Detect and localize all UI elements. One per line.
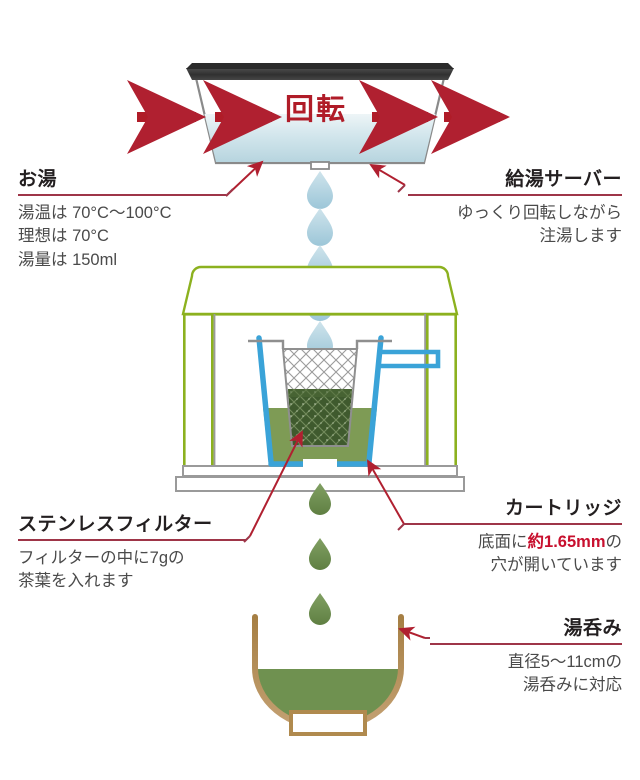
label-server-title: 給湯サーバー xyxy=(505,169,622,190)
leader-server xyxy=(369,163,406,186)
filter-rim-right xyxy=(355,339,392,349)
label-stainless-filter-title: ステンレスフィルター xyxy=(18,514,213,535)
label-stainless-filter-rule xyxy=(18,538,246,541)
stub-hot-water xyxy=(225,188,234,197)
machine-left-inner-post xyxy=(211,314,214,466)
leader-cup xyxy=(398,626,426,641)
label-cartridge-line-1-prefix: 底面に xyxy=(478,532,528,551)
server-lid-top xyxy=(186,63,454,69)
server-lid xyxy=(186,68,454,80)
label-hot-water: お湯 湯温は 70°C〜100°C 理想は 70°C 湯量は 150ml xyxy=(18,168,226,272)
water-droplet xyxy=(307,171,333,209)
label-cup: 湯呑み 直径5〜11cmの 湯呑みに対応 xyxy=(430,617,622,698)
label-stainless-filter: ステンレスフィルター フィルターの中に7gの 茶葉を入れます xyxy=(18,513,246,594)
leader-filter xyxy=(249,430,303,537)
label-hot-water-title: お湯 xyxy=(18,169,58,190)
label-cartridge-line-1-suffix: の xyxy=(605,532,623,551)
cartridge-bottom-hole xyxy=(303,459,337,469)
label-cup-rule xyxy=(430,642,622,645)
label-server-line-2: 注湯します xyxy=(539,227,623,246)
label-stainless-filter-line-2: 茶葉を入れます xyxy=(18,572,134,591)
filter-outline xyxy=(281,348,359,447)
machine-right-inner-post xyxy=(426,314,429,466)
label-cup-title: 湯呑み xyxy=(563,618,622,639)
tea-droplet xyxy=(309,538,331,570)
stainless-filter xyxy=(248,339,392,447)
stub-cartridge xyxy=(397,523,405,531)
label-server-rule xyxy=(408,193,622,196)
tea-cup xyxy=(252,614,404,736)
label-cartridge-line-1: 底面に約1.65mmの xyxy=(404,531,622,554)
label-cup-line-2: 湯呑みに対応 xyxy=(523,676,622,695)
machine-rail-right xyxy=(424,314,426,466)
label-server: 給湯サーバー ゆっくり回転しながら 注湯します xyxy=(408,168,622,249)
label-cup-line-1: 直径5〜11cmの xyxy=(507,652,622,671)
cartridge-wall-left xyxy=(256,335,274,465)
label-hot-water-line-3: 湯量は 150ml xyxy=(18,250,118,269)
cup-foot xyxy=(289,710,367,736)
tea-droplet xyxy=(309,593,331,625)
tea-droplet-stream xyxy=(309,483,331,625)
label-cartridge-title: カートリッジ xyxy=(504,498,622,519)
label-stainless-filter-line-1: フィルターの中に7gの xyxy=(18,548,185,567)
machine-right-outer-post xyxy=(454,314,457,466)
stub-server xyxy=(397,184,406,193)
leader-cartridge xyxy=(367,459,405,525)
machine-top-divider xyxy=(183,313,457,316)
label-cartridge: カートリッジ 底面に約1.65mmの 穴が開いています xyxy=(404,497,622,578)
server-nozzle xyxy=(310,161,330,170)
filter-tea-leaves xyxy=(288,389,352,446)
rotation-label: 回転 xyxy=(285,94,348,126)
cartridge-spout-arm xyxy=(378,349,441,369)
tea-droplet xyxy=(309,483,331,515)
label-cartridge-hole-size: 約1.65mm xyxy=(527,532,606,551)
filter-leaf-surface xyxy=(288,389,352,397)
cartridge-wall-right xyxy=(366,335,384,465)
water-droplet xyxy=(307,208,333,246)
stub-filter xyxy=(243,535,251,543)
filter-rim-left xyxy=(248,339,285,349)
label-cartridge-line-2: 穴が開いています xyxy=(490,556,622,575)
label-hot-water-line-2: 理想は 70°C xyxy=(18,227,109,246)
machine-left-outer-post xyxy=(183,314,186,466)
label-hot-water-line-1: 湯温は 70°C〜100°C xyxy=(18,203,172,222)
machine-top-panel xyxy=(181,265,459,316)
leader-stubs xyxy=(225,184,430,639)
label-cartridge-rule xyxy=(404,522,622,525)
machine-rail-left xyxy=(213,314,216,466)
label-hot-water-rule xyxy=(18,193,226,196)
label-server-line-1: ゆっくり回転しながら xyxy=(457,203,622,222)
